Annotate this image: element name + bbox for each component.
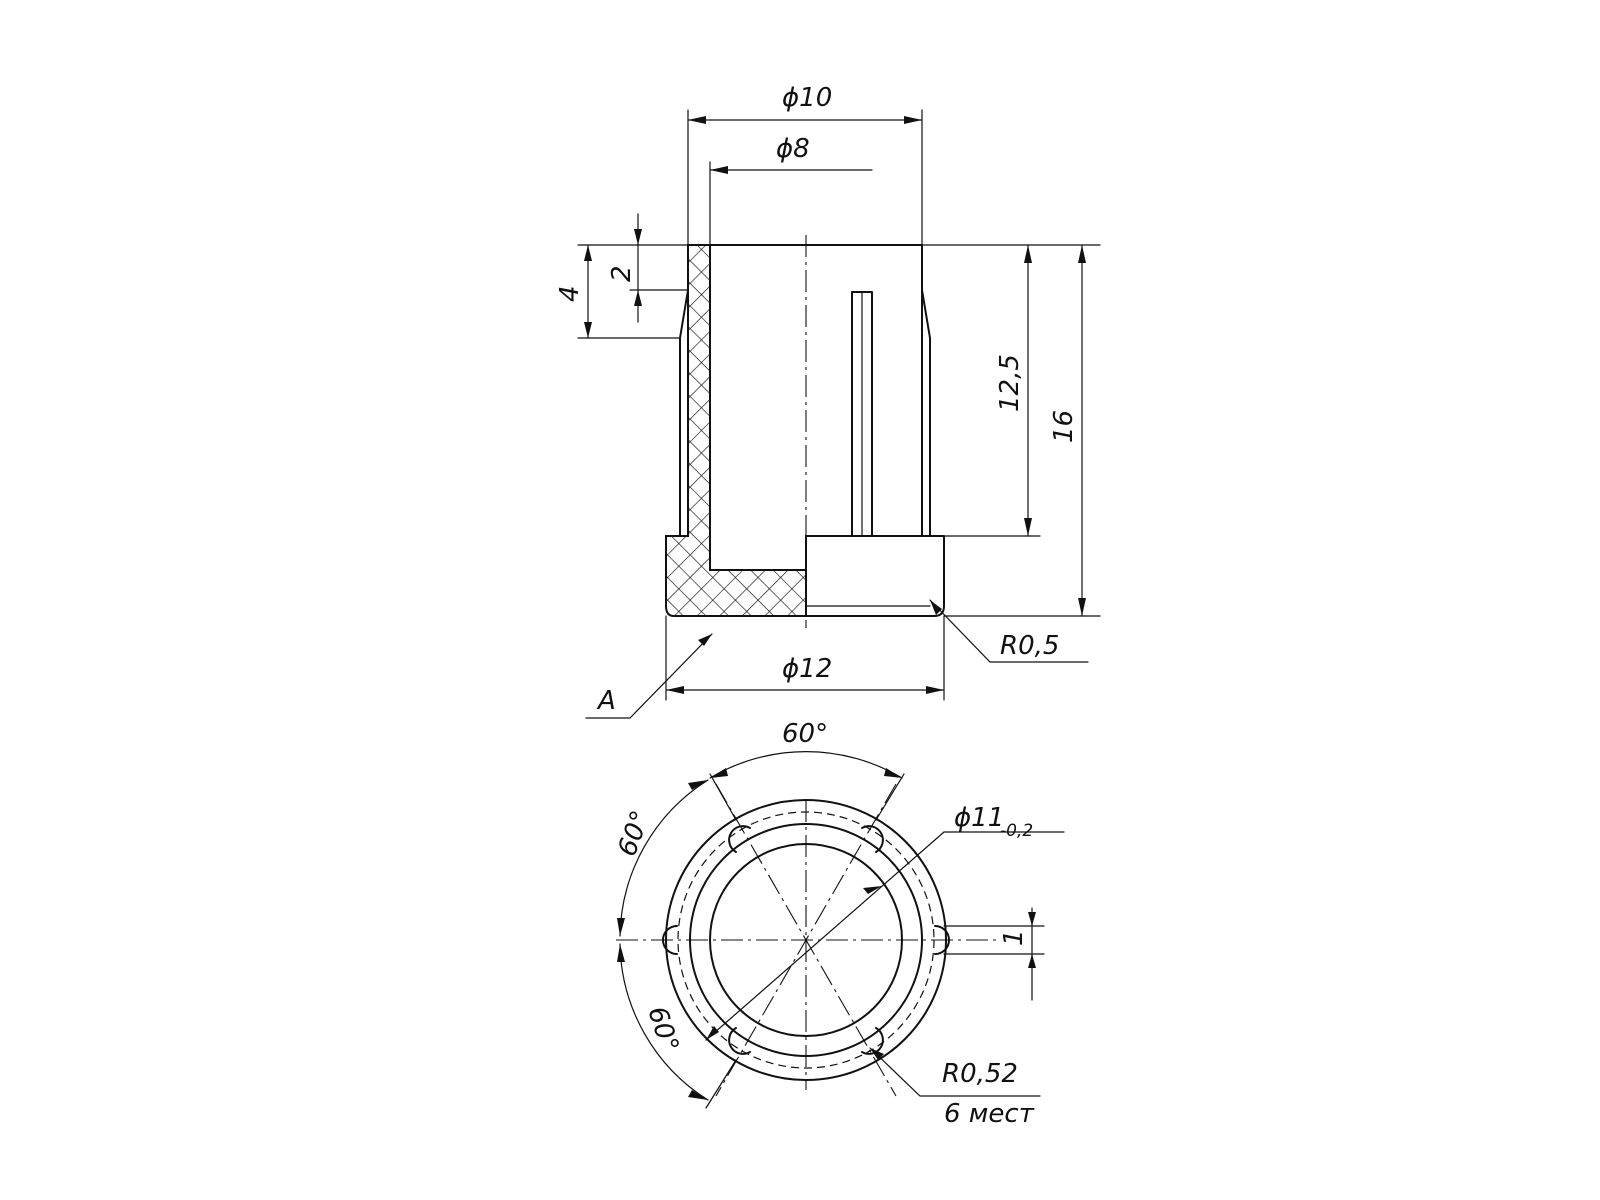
dim-top-diameter: ϕ11 [954,803,1004,833]
dim-angle-left-upper: 60° [612,807,656,861]
surface-label-a: A [596,686,616,716]
dim-top-diameter-tolerance: -0,2 [1000,821,1033,841]
notch [728,1027,751,1055]
dim-slot-width: 1 [999,929,1029,946]
dim-chamfer-height: 2 [607,265,637,282]
dim-notch-count: 6 мест [944,1099,1035,1129]
section-view: ϕ10 ϕ8 2 4 12,5 16 ϕ12 R0,5 [555,83,1101,719]
right-outer-wall [921,244,931,537]
dim-fillet-radius: R0,5 [1000,631,1059,661]
dim-taper-height: 4 [555,285,585,302]
dim-angle-top: 60° [782,719,828,749]
top-view: 60° 60° 60° ϕ11 -0,2 1 R0,52 6 мест [612,719,1065,1129]
base-right [805,535,945,617]
dim-notch-radius: R0,52 [942,1059,1018,1089]
dim-base-diameter: ϕ12 [782,654,832,684]
dim-angle-left-lower: 60° [641,1003,684,1056]
dim-outer-diameter: ϕ10 [782,83,832,113]
notch [861,1027,884,1055]
dim-total-height: 16 [1049,410,1079,443]
diag-axis-2 [715,783,897,1097]
dim-inner-depth: 12,5 [995,354,1025,412]
notch [861,825,884,853]
notch [728,825,751,853]
dim-inner-diameter: ϕ8 [776,134,810,164]
left-outer-wall [679,244,689,537]
